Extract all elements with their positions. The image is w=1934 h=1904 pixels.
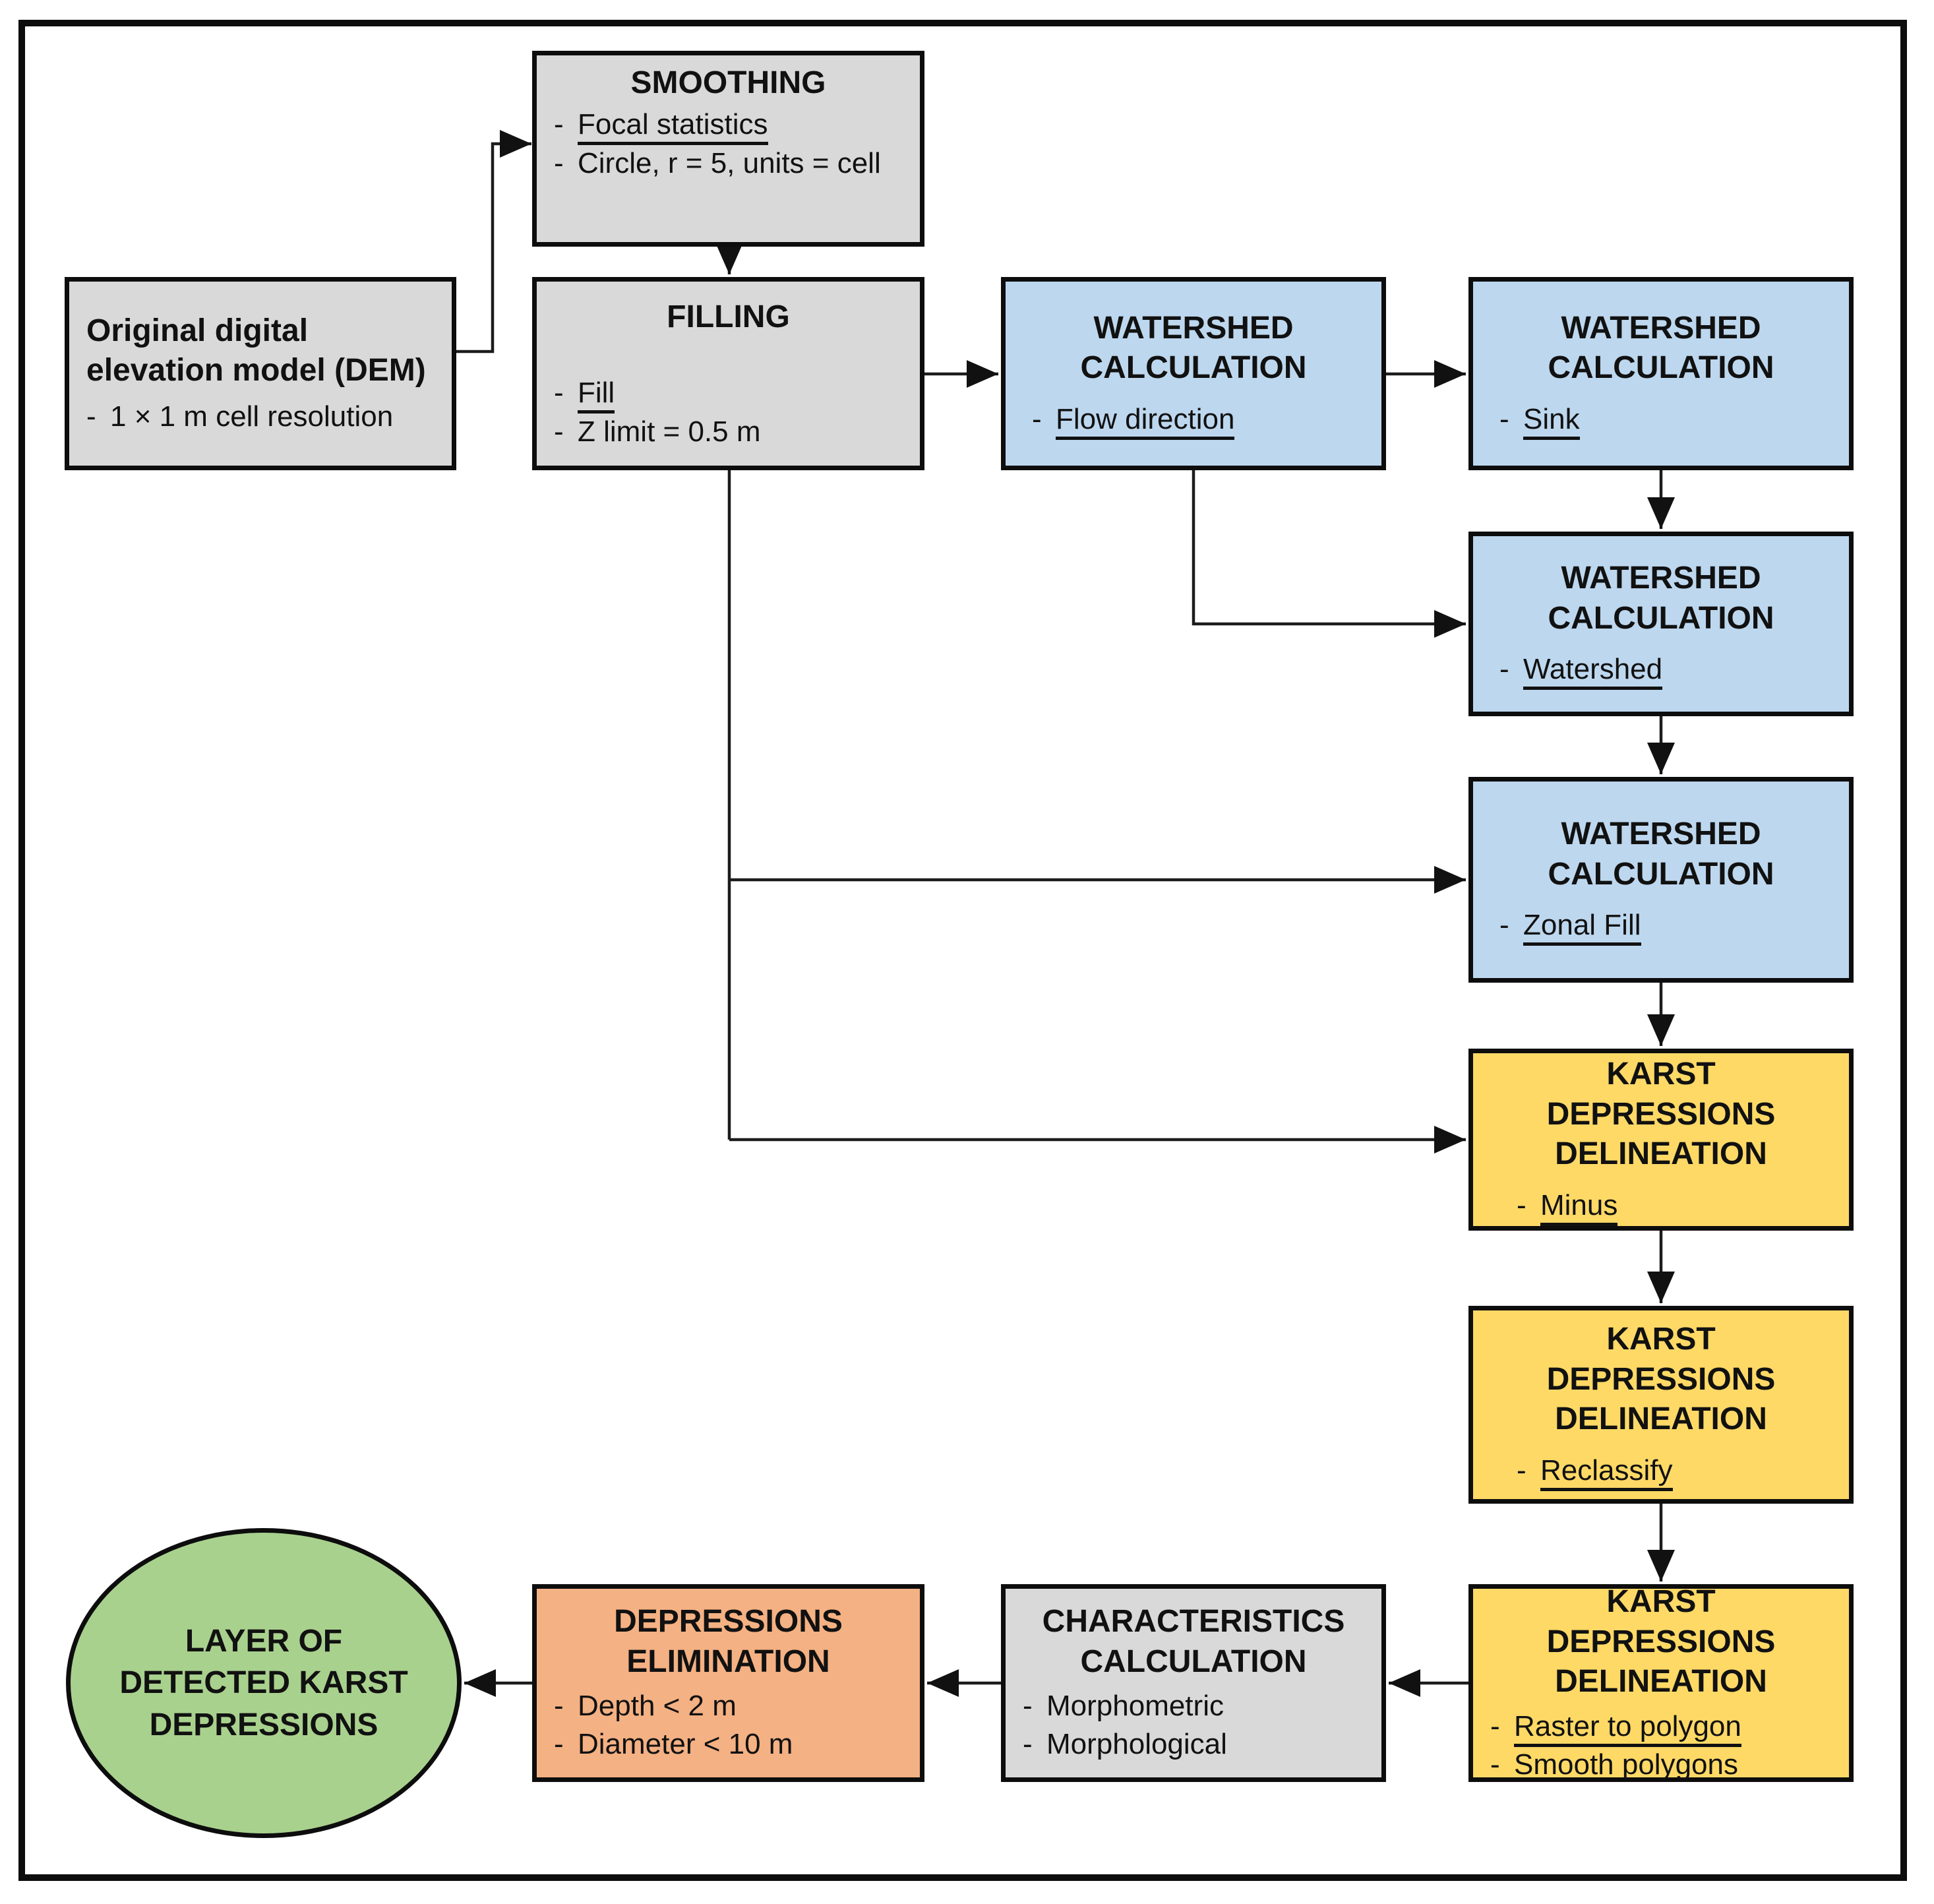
item-text: Raster to polygon: [1514, 1709, 1741, 1747]
bullet-dash: -: [1490, 1748, 1500, 1781]
node-watershed-flow-direction: WATERSHED CALCULATION - Flow direction: [1001, 277, 1386, 470]
list-item: - Morphometric: [1023, 1687, 1364, 1725]
bullet-dash: -: [1032, 402, 1042, 435]
list-item: - Reclassify: [1517, 1452, 1832, 1491]
bullet-dash: -: [1499, 653, 1509, 686]
item-text: Diameter < 10 m: [578, 1728, 793, 1761]
node-title: Original digital elevation model (DEM): [86, 313, 426, 388]
node-title: SMOOTHING: [630, 65, 826, 100]
list-item: - Focal statistics: [554, 106, 903, 146]
item-text: Morphological: [1046, 1728, 1227, 1761]
node-smoothing: SMOOTHING - Focal statistics - Circle, r…: [532, 51, 924, 247]
list-item: - Diameter < 10 m: [554, 1725, 903, 1764]
list-item: - Circle, r = 5, units = cell: [554, 144, 903, 183]
item-text: Zonal Fill: [1523, 909, 1641, 946]
node-title: DEPRESSIONS ELIMINATION: [614, 1604, 843, 1679]
item-text: Fill: [578, 377, 615, 414]
item-text: Minus: [1540, 1188, 1618, 1226]
bullet-dash: -: [554, 415, 564, 448]
node-depressions-elimination: DEPRESSIONS ELIMINATION - Depth < 2 m - …: [532, 1584, 924, 1782]
node-title: WATERSHED CALCULATION: [1548, 561, 1774, 636]
node-output-layer: LAYER OF DETECTED KARST DEPRESSIONS: [66, 1528, 462, 1838]
bullet-dash: -: [554, 146, 564, 179]
list-item: - Sink: [1499, 400, 1832, 440]
list-item: - Depth < 2 m: [554, 1687, 903, 1725]
node-karst-raster-to-polygon: KARST DEPRESSIONS DELINEATION - Raster t…: [1468, 1584, 1854, 1782]
bullet-dash: -: [554, 377, 564, 410]
node-watershed-sink: WATERSHED CALCULATION - Sink: [1468, 277, 1854, 470]
node-title: CHARACTERISTICS CALCULATION: [1042, 1604, 1345, 1679]
bullet-dash: -: [1517, 1454, 1526, 1487]
bullet-dash: -: [554, 1728, 564, 1761]
item-text: Reclassify: [1540, 1454, 1673, 1491]
bullet-dash: -: [1499, 402, 1509, 435]
node-characteristics-calculation: CHARACTERISTICS CALCULATION - Morphometr…: [1001, 1584, 1386, 1782]
item-text: 1 × 1 m cell resolution: [110, 400, 394, 433]
bullet-dash: -: [86, 400, 96, 433]
list-item: - Raster to polygon: [1490, 1707, 1832, 1747]
item-text: Watershed: [1523, 653, 1663, 691]
node-title: WATERSHED CALCULATION: [1548, 310, 1774, 386]
item-text: Depth < 2 m: [578, 1690, 737, 1723]
list-item: - Zonal Fill: [1499, 906, 1832, 946]
bullet-dash: -: [1499, 909, 1509, 942]
bullet-dash: -: [1490, 1709, 1500, 1742]
node-title: KARST DEPRESSIONS DELINEATION: [1546, 1057, 1776, 1172]
bullet-dash: -: [1517, 1188, 1526, 1221]
node-title: WATERSHED CALCULATION: [1080, 310, 1307, 386]
item-text: Flow direction: [1056, 402, 1235, 440]
bullet-dash: -: [554, 1690, 564, 1723]
list-item: - Morphological: [1023, 1725, 1364, 1764]
bullet-dash: -: [1023, 1690, 1033, 1723]
node-title: WATERSHED CALCULATION: [1548, 816, 1774, 892]
node-filling: FILLING - Fill - Z limit = 0.5 m: [532, 277, 924, 470]
item-text: Sink: [1523, 402, 1580, 440]
list-item: - Smooth polygons: [1490, 1746, 1832, 1784]
node-karst-reclassify: KARST DEPRESSIONS DELINEATION - Reclassi…: [1468, 1306, 1854, 1504]
node-title: LAYER OF DETECTED KARST DEPRESSIONS: [119, 1623, 408, 1742]
list-item: - Fill: [554, 374, 903, 414]
item-text: Smooth polygons: [1514, 1748, 1738, 1781]
item-text: Morphometric: [1046, 1690, 1224, 1723]
node-original-dem: Original digital elevation model (DEM) -…: [65, 277, 456, 470]
list-item: - Flow direction: [1032, 400, 1364, 440]
bullet-dash: -: [554, 108, 564, 141]
list-item: - Watershed: [1499, 650, 1832, 691]
item-text: Focal statistics: [578, 108, 768, 146]
node-title: KARST DEPRESSIONS DELINEATION: [1546, 1584, 1776, 1700]
node-karst-minus: KARST DEPRESSIONS DELINEATION - Minus: [1468, 1049, 1854, 1231]
bullet-dash: -: [1023, 1728, 1033, 1761]
item-text: Circle, r = 5, units = cell: [578, 146, 881, 179]
node-watershed-zonal-fill: WATERSHED CALCULATION - Zonal Fill: [1468, 777, 1854, 983]
node-watershed-watershed: WATERSHED CALCULATION - Watershed: [1468, 532, 1854, 716]
list-item: - Z limit = 0.5 m: [554, 413, 903, 451]
node-title: FILLING: [667, 299, 790, 334]
list-item: - 1 × 1 m cell resolution: [86, 398, 435, 436]
item-text: Z limit = 0.5 m: [578, 415, 761, 448]
list-item: - Minus: [1517, 1186, 1832, 1226]
node-title: KARST DEPRESSIONS DELINEATION: [1546, 1322, 1776, 1437]
